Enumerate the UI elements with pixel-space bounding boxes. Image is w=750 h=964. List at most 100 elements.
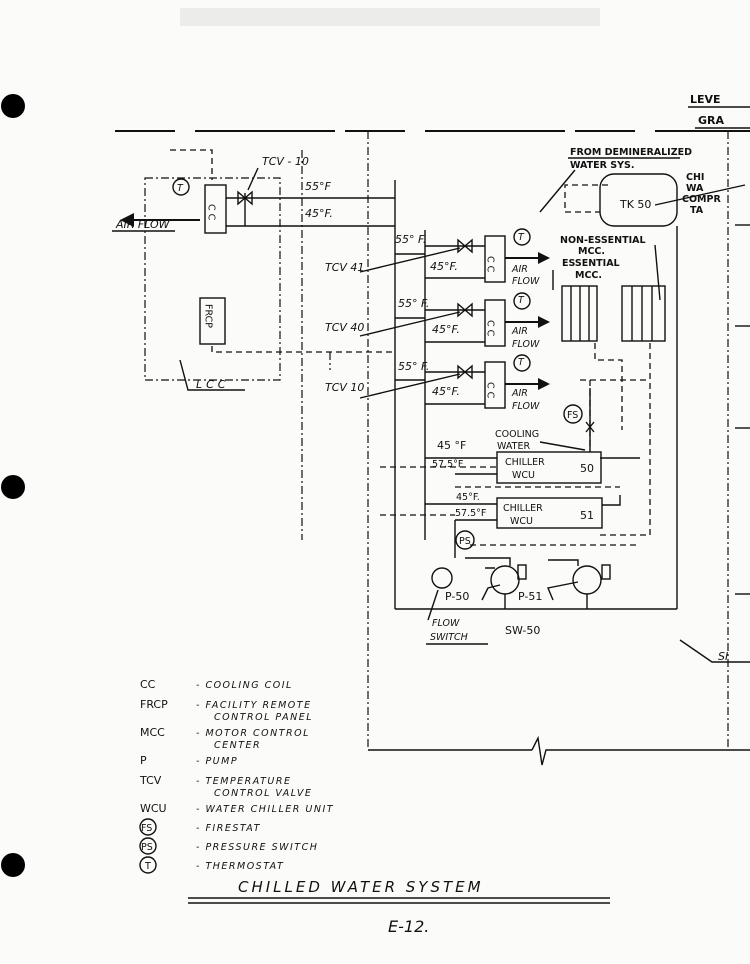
coil-label: C C bbox=[206, 204, 217, 221]
essential-mcc: MCC. bbox=[575, 270, 602, 281]
tank-side-3: COMPR bbox=[682, 194, 721, 205]
pump-p50-label: P-50 bbox=[445, 590, 469, 603]
coil-shapes: C CC CC C bbox=[359, 228, 550, 409]
tank-source-2: WATER SYS. bbox=[570, 160, 634, 171]
flow-switch-icon bbox=[431, 567, 453, 589]
tcv-41-label: TCV 41 bbox=[325, 261, 364, 274]
coil-return-temp: 45°F. bbox=[432, 323, 460, 336]
valve-icon bbox=[457, 238, 473, 254]
coil-return-temp: 45°F. bbox=[430, 260, 458, 273]
chiller-50-supply: 45 °F bbox=[437, 439, 466, 452]
thermostat-label: T bbox=[518, 232, 525, 243]
punch-hole bbox=[1, 475, 25, 499]
legend-desc: CENTER bbox=[214, 740, 261, 751]
flow-label: FLOW bbox=[512, 401, 540, 412]
tank-side-1: CHI bbox=[686, 172, 704, 183]
thermostat-icon bbox=[513, 292, 531, 310]
switch-id: SW-50 bbox=[505, 624, 540, 637]
mcc-group: NON-ESSENTIAL MCC. ESSENTIAL MCC. bbox=[552, 235, 666, 450]
arrow-icon bbox=[538, 316, 550, 328]
chiller-50-return: 57.5°F bbox=[432, 459, 463, 470]
legend-abbr: FRCP bbox=[140, 698, 168, 711]
legend-desc: - MOTOR CONTROL bbox=[196, 728, 310, 739]
coil-label: C C bbox=[485, 256, 496, 273]
coil-piping bbox=[359, 309, 485, 343]
thermostat-label: T bbox=[518, 357, 525, 368]
level-label: LEVE bbox=[690, 93, 721, 106]
legend-abbr: WCU bbox=[140, 802, 167, 815]
legend-abbr: TCV bbox=[139, 774, 162, 787]
air-label: AIR bbox=[511, 326, 528, 337]
tcv-10-label: TCV 10 bbox=[325, 381, 364, 394]
room-coil-group: T C C TCV - 10 55°F 45°F. AIR FLOW FRCP … bbox=[112, 149, 395, 391]
coil-piping bbox=[359, 245, 485, 279]
firestat-label: FS bbox=[567, 410, 578, 421]
thermostat-icon bbox=[172, 178, 190, 196]
chiller-group: COOLING WATER FS CHILLER WCU 50 45 °F 57… bbox=[380, 388, 750, 663]
flow-label: FLOW bbox=[432, 618, 460, 629]
flow-label: FLOW bbox=[512, 276, 540, 287]
valve-icon bbox=[457, 364, 473, 380]
chiller-51-wcu: WCU bbox=[510, 516, 533, 527]
legend-abbr: MCC bbox=[140, 726, 165, 739]
non-essential-mcc-panel bbox=[621, 285, 666, 342]
pump-p50-icon bbox=[490, 565, 520, 595]
valve-icon bbox=[237, 190, 253, 206]
coil-row: 55° F. 45°F. TCV 10 AIR FLOW T bbox=[325, 357, 540, 412]
tcv-10-label: TCV - 10 bbox=[262, 155, 309, 168]
legend-desc: - PUMP bbox=[196, 756, 238, 767]
arrow-icon bbox=[538, 378, 550, 390]
pump-p51-label: P-51 bbox=[518, 590, 542, 603]
coil-supply-temp: 55° F. bbox=[398, 297, 429, 310]
pressure-switch-icon bbox=[455, 530, 475, 550]
coil-supply-temp: 55° F. bbox=[395, 233, 426, 246]
tank-side-2: WA bbox=[686, 183, 704, 194]
sheet-title: CHILLED WATER SYSTEM bbox=[238, 878, 484, 896]
coil-piping bbox=[359, 371, 485, 405]
arrow-icon bbox=[538, 252, 550, 264]
tank-source-1: FROM DEMINERALIZED bbox=[570, 147, 692, 158]
page-number: E-12. bbox=[388, 917, 429, 936]
tank-group: FROM DEMINERALIZED WATER SYS. TK 50 CHI … bbox=[539, 147, 746, 609]
grade-label: GRA bbox=[698, 114, 724, 127]
legend-desc: CONTROL PANEL bbox=[214, 712, 313, 723]
section-mark: SI bbox=[718, 650, 728, 663]
chiller-51-label: CHILLER bbox=[503, 503, 543, 514]
tcv-40-label: TCV 40 bbox=[325, 321, 364, 334]
frcp-label: FRCP bbox=[203, 304, 214, 328]
switch-label: SWITCH bbox=[430, 632, 468, 643]
air-flow-label: AIR FLOW bbox=[115, 218, 171, 231]
thermostat-icon bbox=[513, 228, 531, 246]
legend-abbr: PS bbox=[141, 842, 153, 853]
non-essential-label: NON-ESSENTIAL bbox=[560, 235, 646, 246]
thermostat-label: T bbox=[518, 295, 525, 306]
punch-hole bbox=[1, 94, 25, 118]
legend-abbr: CC bbox=[140, 678, 156, 691]
firestat-icon bbox=[563, 404, 583, 424]
legend-symbol-icon bbox=[139, 818, 157, 836]
non-essential-mcc: MCC. bbox=[578, 246, 605, 257]
legend-desc: - FACILITY REMOTE bbox=[196, 700, 312, 711]
legend-abbr: P bbox=[140, 754, 147, 767]
motor-icon bbox=[517, 564, 527, 580]
legend-symbol-icon bbox=[139, 837, 157, 855]
legend-desc: - THERMOSTAT bbox=[196, 861, 284, 872]
pressure-switch-label: PS bbox=[459, 536, 471, 547]
coil-row: 55° F. 45°F. TCV 40 AIR FLOW T bbox=[325, 295, 540, 350]
chiller-51-return: 57.5°F bbox=[455, 508, 486, 519]
chiller-50-wcu: WCU bbox=[512, 470, 535, 481]
arrow-icon bbox=[120, 213, 134, 227]
legend-desc: - TEMPERATURE bbox=[196, 776, 291, 787]
essential-label: ESSENTIAL bbox=[562, 258, 620, 269]
legend-abbr: T bbox=[144, 861, 151, 872]
scan-smudge bbox=[180, 8, 600, 26]
thermostat-label: T bbox=[177, 183, 184, 194]
tank-label: TK 50 bbox=[619, 198, 651, 211]
coil-label: C C bbox=[485, 320, 496, 337]
return-temp: 45°F. bbox=[305, 207, 333, 220]
chiller-51-box bbox=[496, 497, 603, 529]
legend-abbr: FS bbox=[141, 823, 152, 834]
